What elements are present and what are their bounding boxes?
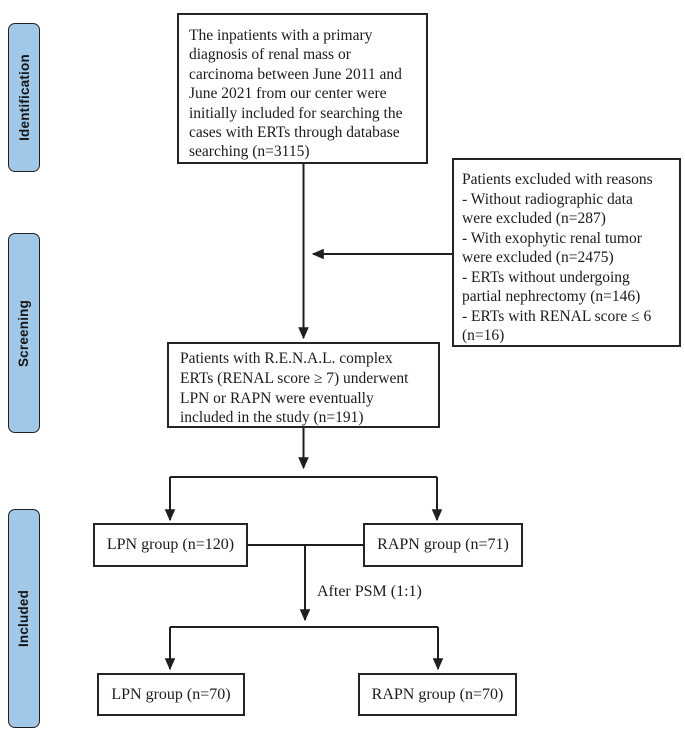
box-excluded-patients: Patients excluded with reasons - Without… — [452, 158, 681, 347]
stage-label-identification-text: Identification — [16, 54, 32, 141]
box-eligible-patients: Patients with R.E.N.A.L. complex ERTs (R… — [167, 342, 440, 428]
text-line: were excluded (n=287) — [462, 210, 606, 227]
text-line: Patients excluded with reasons — [462, 171, 653, 188]
text-line: - Without radiographic data — [462, 190, 633, 208]
text-line: initially included for searching the — [189, 104, 403, 122]
text-line: ERTs (RENAL score ≥ 7) underwent — [180, 369, 409, 387]
text-line: included in the study (n=191) — [180, 409, 364, 427]
text-line: - ERTs with RENAL score ≤ 6 — [462, 307, 652, 325]
text-line: cases with ERTs through database — [189, 124, 400, 142]
box-lpn-group: LPN group (n=120) — [93, 523, 248, 567]
text-line: were excluded (n=2475) — [462, 249, 614, 266]
text-line: June 2021 from our center were — [189, 85, 387, 103]
text-line: - With exophytic renal tumor — [462, 229, 642, 247]
text-line: carcinoma between June 2011 and — [189, 65, 402, 83]
box-initial-search: The inpatients with a primary diagnosis … — [177, 13, 428, 164]
stage-label-screening-text: Screening — [16, 299, 32, 367]
box-lpn-matched-group: LPN group (n=70) — [97, 673, 245, 716]
text-line: The inpatients with a primary — [189, 27, 373, 44]
text-line: Patients with R.E.N.A.L. complex — [180, 350, 393, 367]
text-line: LPN or RAPN were eventually — [180, 389, 374, 407]
psm-label: After PSM (1:1) — [317, 583, 422, 600]
stage-label-included-text: Included — [16, 589, 32, 648]
text-line: (n=16) — [462, 327, 505, 344]
stage-label-identification: Identification — [8, 23, 40, 172]
text-line: - ERTs without undergoing — [462, 268, 630, 286]
box-rapn-matched-group: RAPN group (n=70) — [358, 673, 517, 716]
stage-label-included: Included — [8, 509, 40, 728]
stage-label-screening: Screening — [8, 233, 40, 433]
text-line: partial nephrectomy (n=146) — [462, 288, 641, 305]
text-line: searching (n=3115) — [189, 143, 310, 161]
text-line: diagnosis of renal mass or — [189, 46, 351, 64]
box-rapn-group: RAPN group (n=71) — [363, 523, 523, 567]
